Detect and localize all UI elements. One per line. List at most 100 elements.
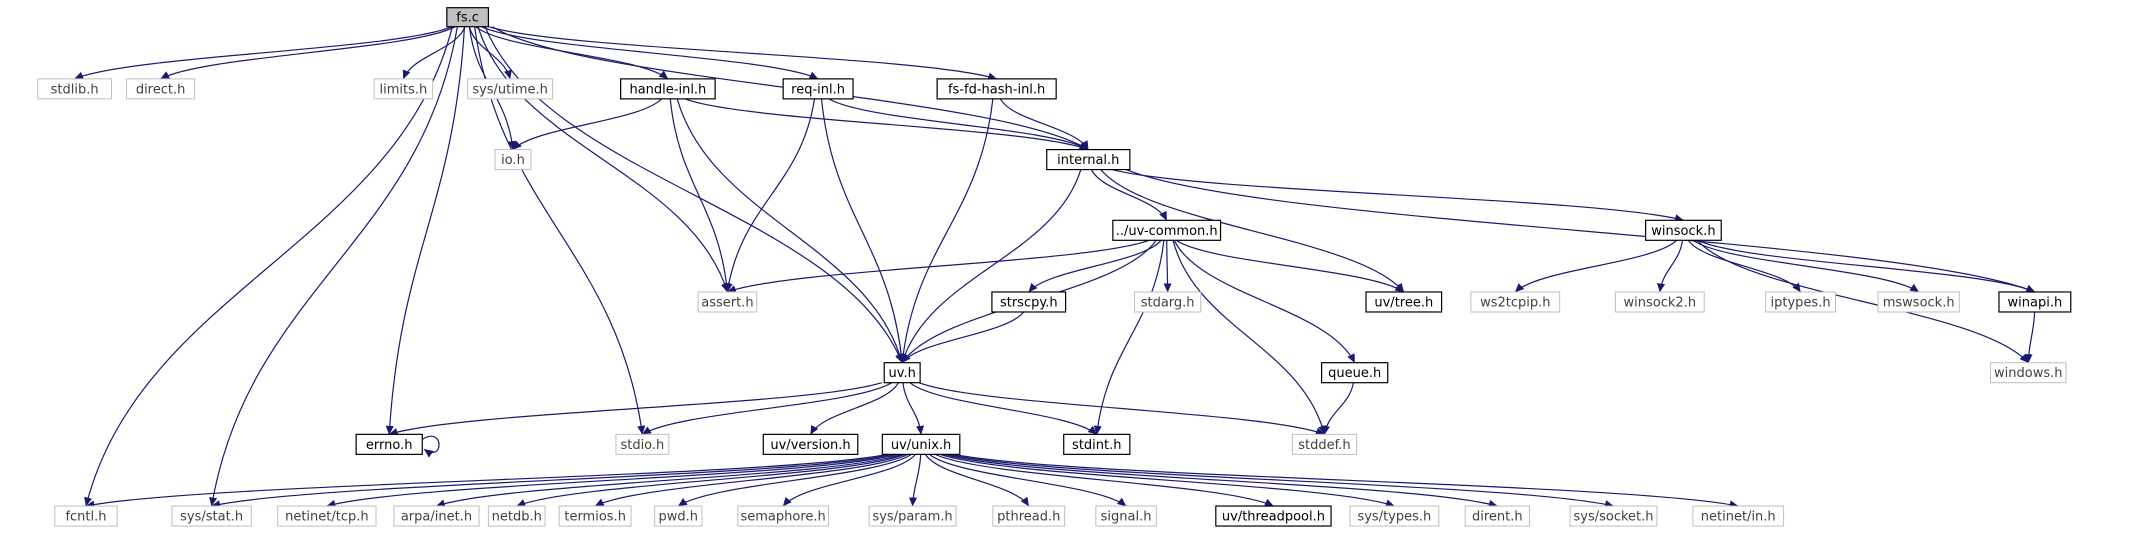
- node-label: dirent.h: [1472, 510, 1523, 525]
- edge-winsock-h-to-ws2tcpip-h: [1514, 239, 1678, 293]
- node-box: [1291, 433, 1358, 455]
- node-errno-h[interactable]: errno.h: [355, 433, 423, 455]
- node-box: [373, 78, 434, 100]
- node-box: [883, 362, 921, 384]
- node-uv-version-h[interactable]: uv/version.h: [762, 433, 859, 455]
- node-label: io.h: [501, 153, 525, 168]
- node-label: stddef.h: [1298, 438, 1350, 453]
- node-label: fs-fd-hash-inl.h: [948, 82, 1045, 97]
- node-box: [1112, 219, 1222, 241]
- node-label: uv/threadpool.h: [1222, 510, 1325, 525]
- edge-uv-unix-h-to-arpa-inet-h: [436, 453, 902, 508]
- node-box: [171, 505, 252, 527]
- edge-uv-unix-h-to-sys-stat-h: [211, 453, 893, 509]
- edge-uv-unix-h-to-sys-types-h: [939, 453, 1395, 508]
- node-box: [494, 149, 532, 171]
- node-req-inl-h[interactable]: req-inl.h: [782, 78, 854, 100]
- node-mswsock-h: mswsock.h: [1877, 291, 1960, 313]
- node-label: stdlib.h: [51, 82, 99, 97]
- edge-winsock-h-to-mswsock-h: [1692, 239, 1920, 293]
- edge-uv-h-to-stdio-h: [642, 382, 893, 435]
- node-box: [762, 433, 859, 455]
- edge-req-inl-h-to-internal-h: [828, 98, 1089, 151]
- edge-internal-h-to-uv-h: [900, 169, 1082, 364]
- edge-handle-inl-h-to-uv-h: [676, 98, 904, 364]
- node-sys-types-h: sys/types.h: [1349, 505, 1440, 527]
- node-uv-h[interactable]: uv.h: [883, 362, 921, 384]
- node-fs-c[interactable]: fs.c: [446, 7, 490, 28]
- edge-uv-unix-h-to-pthread-h: [924, 454, 1030, 507]
- node-box: [1321, 362, 1389, 384]
- edge-uv-unix-h-to-netinet-tcp-h: [326, 453, 898, 508]
- edge-internal-h-to-winapi-h: [1125, 169, 2036, 293]
- node-box: [881, 433, 961, 455]
- node-label: ../uv-common.h: [1116, 224, 1218, 239]
- node-winapi-h[interactable]: winapi.h: [1998, 291, 2072, 313]
- node-winsock-h[interactable]: winsock.h: [1645, 219, 1722, 241]
- node-box: [1365, 291, 1443, 313]
- node-queue-h[interactable]: queue.h: [1321, 362, 1389, 384]
- edge-winapi-h-to-windows-h: [2024, 311, 2036, 364]
- node-netdb-h: netdb.h: [487, 505, 546, 527]
- node-label: pwd.h: [659, 510, 699, 525]
- edge-fs-c-to-uv-h: [484, 26, 903, 364]
- edge-fs-c-to-assert-h: [477, 26, 729, 293]
- node-label: limits.h: [380, 82, 428, 97]
- edge-handle-inl-h-to-assert-h: [669, 98, 731, 293]
- node-sys-utime-h: sys/utime.h: [467, 78, 554, 100]
- node-windows-h: windows.h: [1989, 362, 2067, 384]
- node-label: req-inl.h: [791, 82, 845, 97]
- node-box: [992, 505, 1066, 527]
- edge-uv-h-to-uv-unix-h: [902, 382, 925, 435]
- node-box: [1215, 505, 1332, 527]
- edge-winsock-h-to-iptypes-h: [1687, 239, 1802, 293]
- node-label: direct.h: [136, 82, 186, 97]
- edge-uv-common-h-to-stdarg-h: [1163, 240, 1172, 293]
- node-label: sys/socket.h: [1574, 510, 1654, 525]
- node-label: handle-inl.h: [629, 82, 706, 97]
- edge-uv-h-to-stddef-h: [918, 382, 1325, 436]
- edge-uv-unix-h-to-uv-threadpool-h: [934, 453, 1274, 507]
- node-box: [782, 78, 854, 100]
- node-label: windows.h: [1994, 366, 2062, 381]
- node-box: [1470, 291, 1561, 313]
- node-label: errno.h: [366, 438, 413, 453]
- node-box: [1645, 219, 1722, 241]
- edge-winsock-h-to-winapi-h: [1697, 239, 2036, 293]
- node-handle-inl-h[interactable]: handle-inl.h: [620, 78, 716, 100]
- node-box: [1765, 291, 1837, 313]
- node-strscpy-h[interactable]: strscpy.h: [991, 291, 1067, 313]
- node-limits-h: limits.h: [373, 78, 434, 100]
- node-internal-h[interactable]: internal.h: [1046, 148, 1131, 171]
- node-fs-fd-hash-inl-h[interactable]: fs-fd-hash-inl.h: [936, 78, 1057, 100]
- node-uv-common-h[interactable]: ../uv-common.h: [1112, 219, 1222, 241]
- node-label: stdint.h: [1072, 438, 1121, 453]
- edge-fs-c-to-direct-h: [160, 26, 456, 80]
- edge-req-inl-h-to-uv-h: [820, 98, 906, 364]
- edge-uv-unix-h-to-signal-h: [928, 453, 1127, 507]
- node-label: sys/param.h: [872, 510, 952, 525]
- node-box: [1095, 505, 1157, 527]
- node-stdint-h[interactable]: stdint.h: [1063, 433, 1131, 455]
- edge-uv-unix-h-to-termios-h: [594, 453, 909, 507]
- node-uv-tree-h[interactable]: uv/tree.h: [1365, 291, 1443, 313]
- node-label: fs.c: [456, 11, 479, 26]
- node-label: uv/tree.h: [1374, 295, 1433, 310]
- edge-uv-unix-h-to-sys-param-h: [908, 454, 922, 507]
- edge-uv-unix-h-to-netinet-in-h: [953, 453, 1739, 509]
- node-box: [868, 505, 957, 527]
- node-box: [355, 433, 423, 455]
- node-uv-unix-h[interactable]: uv/unix.h: [881, 433, 961, 455]
- node-uv-threadpool-h[interactable]: uv/threadpool.h: [1215, 505, 1332, 527]
- node-label: mswsock.h: [1883, 295, 1955, 310]
- edge-uv-unix-h-to-semaphore-h: [782, 453, 917, 507]
- node-box: [1046, 148, 1131, 171]
- node-label: sys/stat.h: [180, 510, 243, 525]
- node-label: pthread.h: [997, 510, 1060, 525]
- edge-internal-h-to-uv-tree-h: [1100, 169, 1405, 293]
- node-label: ws2tcpip.h: [1480, 295, 1550, 310]
- node-stddef-h: stddef.h: [1291, 433, 1358, 455]
- node-semaphore-h: semaphore.h: [737, 505, 829, 527]
- edge-fs-c-to-fcntl-h: [84, 26, 453, 507]
- node-box: [1998, 291, 2072, 313]
